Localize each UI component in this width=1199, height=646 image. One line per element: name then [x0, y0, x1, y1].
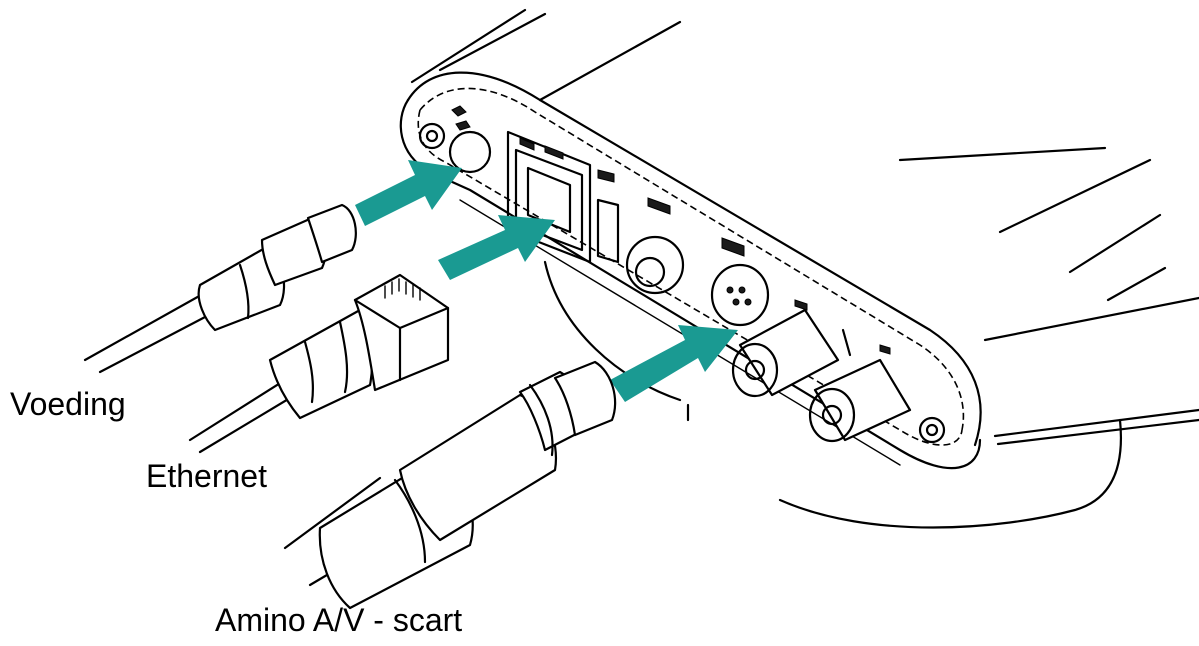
- label-voeding: Voeding: [10, 386, 126, 422]
- label-scart: Amino A/V - scart: [215, 602, 463, 638]
- set-top-box: [399, 8, 1199, 529]
- ethernet-plug-icon: [188, 273, 450, 454]
- arrow-icon: [438, 215, 555, 280]
- arrow-icon: [610, 325, 738, 402]
- arrow-icon: [355, 160, 462, 226]
- label-ethernet: Ethernet: [146, 458, 267, 494]
- scart-av-plug-icon: [283, 360, 617, 610]
- power-plug-icon: [83, 203, 357, 374]
